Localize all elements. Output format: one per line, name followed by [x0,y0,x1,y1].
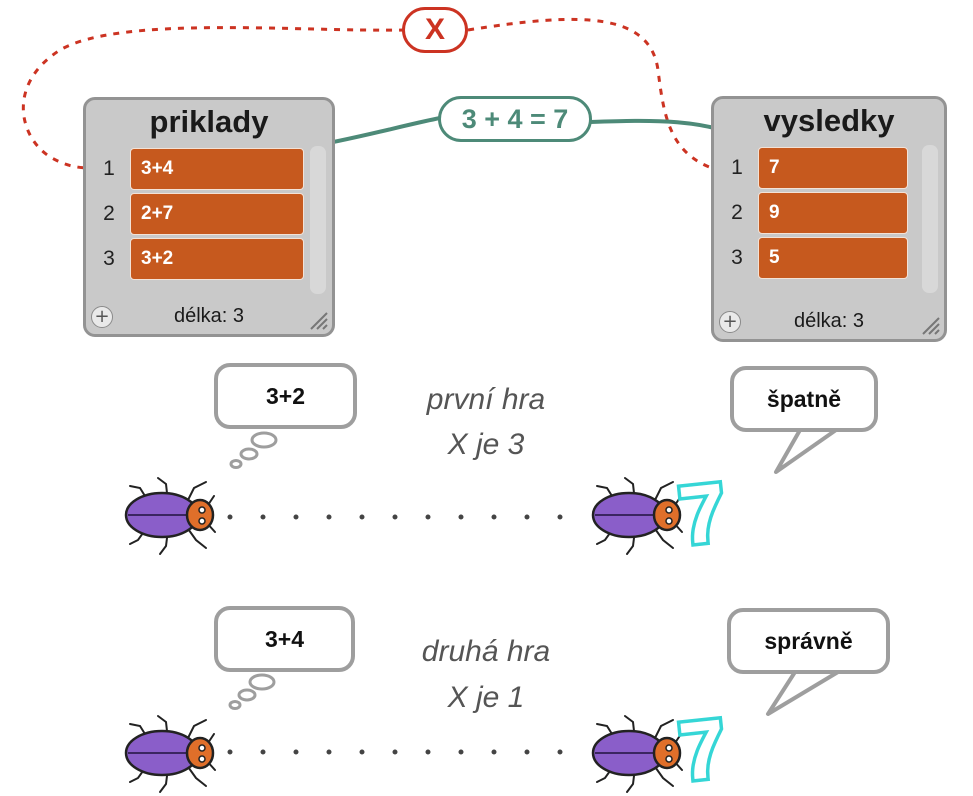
beetle-icon[interactable] [587,712,687,794]
list-item[interactable]: 3 3+2 [86,238,332,282]
length-label: délka: 3 [793,310,865,332]
dashed-arrow-label: X [402,7,468,53]
list-item-value[interactable]: 3+2 [130,238,304,280]
thought-bubble: 3+4 [214,606,355,672]
beetle-icon[interactable] [587,474,687,556]
game-caption-value: X je 1 [447,681,525,714]
list-item[interactable]: 1 3+4 [86,148,332,192]
list-item-value[interactable]: 3+4 [130,148,304,190]
list-item-value[interactable]: 9 [758,192,908,234]
list-title: priklady [149,104,269,139]
beetle-icon[interactable] [120,712,220,794]
speech-tail [774,428,838,474]
resize-grip-icon[interactable] [919,314,941,336]
beetle-icon[interactable] [120,474,220,556]
length-label: délka: 3 [173,305,245,327]
add-icon[interactable]: + [719,311,741,333]
list-title: vysledky [763,103,895,138]
add-icon[interactable]: + [91,306,113,328]
number-seven-sprite[interactable]: 7 [672,472,734,554]
thought-dots [228,431,278,710]
solid-arrow-label: 3 + 4 = 7 [438,96,592,142]
list-monitor-vysledky[interactable]: vysledky 1 7 2 9 3 5 + délka: 3 [711,96,947,342]
scrollbar[interactable] [922,145,938,293]
dashed-arrow [467,17,727,174]
speech-bubble: správně [727,608,890,674]
list-item-index: 2 [103,202,115,225]
list-item-index: 1 [731,156,743,179]
list-item[interactable]: 1 7 [714,147,944,191]
game-caption-value: X je 3 [447,428,525,461]
list-item-index: 1 [103,157,115,180]
speech-bubble: špatně [730,366,878,432]
list-item[interactable]: 3 5 [714,237,944,281]
speech-tail [766,670,840,716]
list-item-value[interactable]: 5 [758,237,908,279]
thought-bubble: 3+2 [214,363,357,429]
list-item-value[interactable]: 7 [758,147,908,189]
resize-grip-icon[interactable] [307,309,329,331]
list-item-index: 2 [731,201,743,224]
list-item-index: 3 [731,246,743,269]
sprite-glyph: 7 [675,708,730,790]
sprite-glyph: 7 [675,472,730,554]
game-caption-title: první hra [426,383,546,416]
list-item-value[interactable]: 2+7 [130,193,304,235]
list-monitor-priklady[interactable]: priklady 1 3+4 2 2+7 3 3+2 + délka: 3 [83,97,335,337]
list-item[interactable]: 2 9 [714,192,944,236]
number-seven-sprite[interactable]: 7 [672,708,734,790]
list-item-index: 3 [103,247,115,270]
list-item[interactable]: 2 2+7 [86,193,332,237]
game-caption-title: druhá hra [421,635,551,668]
scrollbar[interactable] [310,146,326,294]
